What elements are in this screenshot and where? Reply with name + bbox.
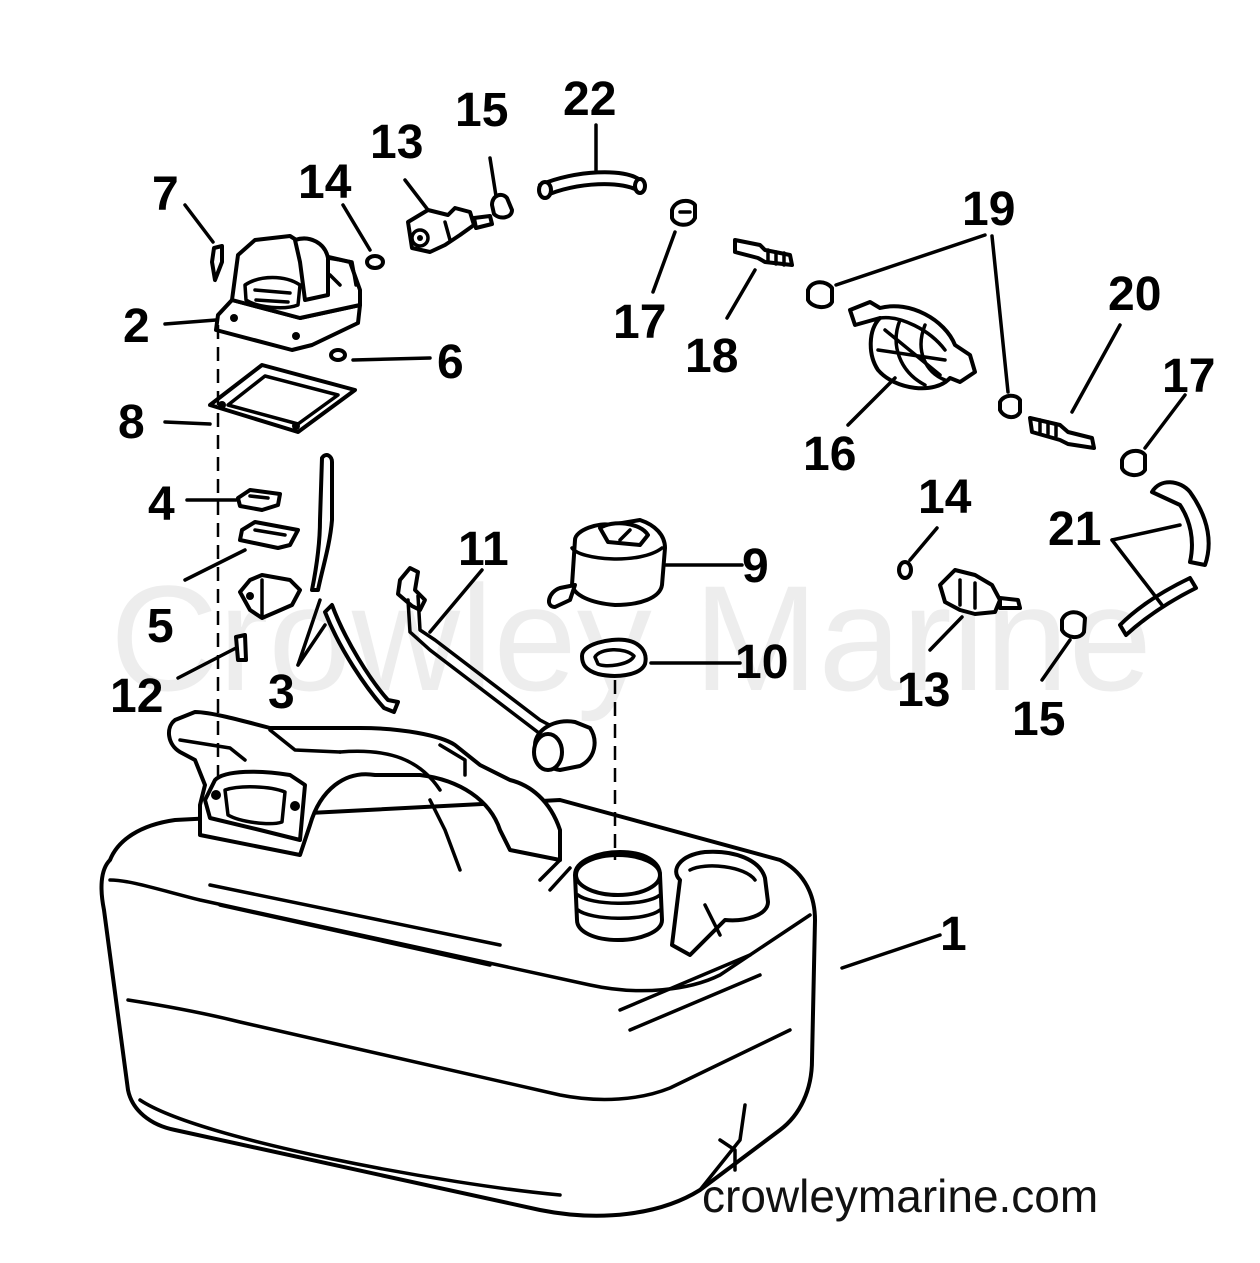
callout-17-upper: 17 xyxy=(613,296,666,349)
part-8-gasket xyxy=(208,363,357,434)
part-20-fitting xyxy=(1028,416,1096,450)
callout-15-lower: 15 xyxy=(1012,693,1065,746)
callout-20: 20 xyxy=(1108,268,1161,321)
part-21-hose xyxy=(1118,480,1211,637)
callout-12: 12 xyxy=(110,670,163,723)
callout-13-upper: 13 xyxy=(370,116,423,169)
part-19-clamp-right xyxy=(998,393,1022,419)
part-7-screw xyxy=(210,244,224,282)
callout-16: 16 xyxy=(803,428,856,481)
part-sender-unit xyxy=(238,573,302,620)
callout-17-right: 17 xyxy=(1162,350,1215,403)
part-13-connector-upper xyxy=(406,206,494,254)
part-14-o-ring-upper xyxy=(365,254,385,270)
footer-website-url: crowleymarine.com xyxy=(702,1170,1098,1222)
callout-9: 9 xyxy=(742,540,769,593)
part-22-hose xyxy=(537,170,647,200)
callout-15-upper: 15 xyxy=(455,84,508,137)
callout-1: 1 xyxy=(940,908,967,961)
callout-19: 19 xyxy=(962,183,1015,236)
part-19-clamp-left xyxy=(806,280,834,309)
callout-labels: 1 2 3 4 5 6 7 8 9 10 11 12 13 14 15 16 1… xyxy=(110,73,1215,961)
part-16-primer-bulb xyxy=(848,300,977,391)
part-18-fitting xyxy=(733,238,794,267)
callout-18: 18 xyxy=(685,330,738,383)
part-14-o-ring-lower xyxy=(897,560,913,580)
part-10-gasket-ring xyxy=(580,637,648,678)
part-9-cap xyxy=(547,518,667,609)
part-11-sending-arm xyxy=(396,566,597,772)
callout-13-lower: 13 xyxy=(897,664,950,717)
callout-14-lower: 14 xyxy=(918,471,972,524)
part-1-fuel-tank xyxy=(99,710,817,1218)
callout-11: 11 xyxy=(458,523,509,576)
part-15-clamp-upper xyxy=(490,192,514,220)
part-17-clamp-right xyxy=(1120,448,1147,477)
part-13-connector-lower xyxy=(938,568,1022,616)
part-2-fuel-gauge-housing xyxy=(214,234,362,352)
part-15-clamp-lower xyxy=(1060,610,1087,639)
leader-lines xyxy=(163,123,1187,970)
callout-21: 21 xyxy=(1048,503,1101,556)
callout-5: 5 xyxy=(147,600,174,653)
part-12-screw xyxy=(234,633,248,662)
part-17-clamp-upper xyxy=(670,198,697,227)
callout-7: 7 xyxy=(152,168,179,221)
assembly-guides xyxy=(216,325,617,860)
part-6-o-ring xyxy=(329,348,347,362)
callout-4: 4 xyxy=(148,478,175,531)
callout-22: 22 xyxy=(563,73,616,126)
callout-8: 8 xyxy=(118,396,145,449)
part-4-gasket-small xyxy=(236,488,282,512)
callout-6: 6 xyxy=(437,336,464,389)
part-5-seal xyxy=(238,520,300,550)
callout-2: 2 xyxy=(123,300,150,353)
part-3-hose xyxy=(310,453,400,714)
callout-3: 3 xyxy=(268,666,295,719)
callout-10: 10 xyxy=(735,636,788,689)
callout-14-upper: 14 xyxy=(298,156,352,209)
